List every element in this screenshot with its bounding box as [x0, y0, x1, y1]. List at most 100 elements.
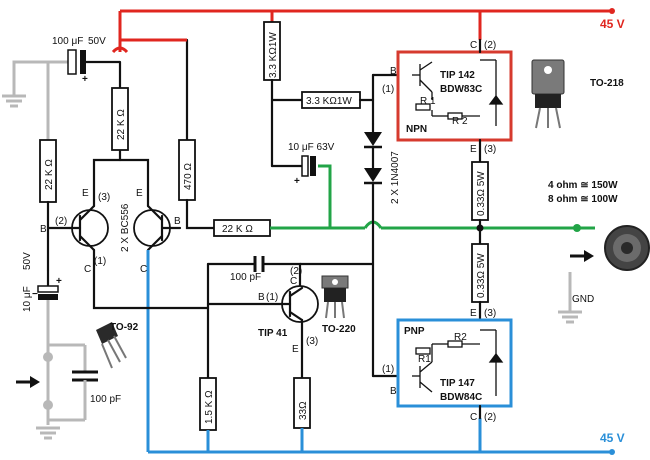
- pin-label: (1): [266, 292, 278, 303]
- pnp-pin-b: B: [390, 386, 397, 397]
- pnp-pin-c: C: [470, 412, 477, 423]
- ground-icon: [2, 94, 26, 108]
- pin-label: E: [82, 188, 89, 199]
- emitter-resistor-bottom-label: 0.33Ω 5W: [476, 253, 487, 298]
- tip41-label: TIP 41: [258, 328, 288, 339]
- input-capacitor-label: 100 μF: [52, 36, 83, 47]
- power-rating-8ohm: 8 ohm ≅ 100W: [548, 194, 618, 205]
- resistor-top-22k: [111, 87, 129, 151]
- pin-label: B: [174, 216, 181, 227]
- speaker-icon: [604, 225, 650, 271]
- to218-label: TO-218: [590, 78, 624, 89]
- miller-capacitor: [253, 256, 265, 272]
- input-terminal-dot: [43, 352, 53, 362]
- to92-label: TO-92: [110, 322, 139, 333]
- resistor-470-label: 470 Ω: [183, 163, 194, 190]
- miller-capacitor-label: 100 pF: [230, 272, 261, 283]
- input-pf-capacitor-label: 100 pF: [90, 394, 121, 405]
- pnp-r2-label: R2: [454, 332, 467, 343]
- pin-label: E: [136, 188, 143, 199]
- ground-icon: [558, 272, 582, 324]
- npn-pin-e-num: (3): [484, 144, 496, 155]
- negative-rail-terminal: [609, 449, 615, 455]
- npn-darlington-box: [396, 50, 513, 142]
- pnp-title-line1: TIP 147: [440, 378, 475, 389]
- pnp-pin-e: E: [470, 308, 477, 319]
- left-capacitor-voltage: 50V: [22, 252, 33, 270]
- resistor-left-22k-label: 22 K Ω: [44, 159, 55, 190]
- pin-label: C: [84, 264, 91, 275]
- pin-label: (3): [98, 192, 110, 203]
- input-pf-capacitor: [72, 370, 98, 392]
- gnd-label: GND: [572, 294, 594, 305]
- bc556-pair-label: 2 X BC556: [120, 203, 131, 252]
- npn-r1-label: R 1: [420, 96, 436, 107]
- pnp-pin-c-num: (2): [484, 412, 496, 423]
- left-electrolytic-capacitor: [37, 270, 59, 300]
- pin-label: C: [290, 276, 297, 287]
- pnp-type-label: PNP: [404, 326, 425, 337]
- minus-sign: −: [32, 289, 38, 300]
- npn-type-label: NPN: [406, 124, 427, 135]
- positive-rail-terminal: [609, 8, 615, 14]
- pnp-pin-b-num: (1): [382, 364, 394, 375]
- emitter-resistor-top-label: 0.33Ω 5W: [476, 171, 487, 216]
- plus-sign: +: [56, 276, 62, 287]
- resistor-1k5-label: 1.5 K Ω: [204, 390, 215, 424]
- bootstrap-capacitor-plate: [310, 156, 316, 176]
- npn-r2-label: R 2: [452, 116, 468, 127]
- npn-title-line2: BDW83C: [440, 84, 482, 95]
- pin-label: C: [140, 264, 147, 275]
- pnp-pin-e-num: (3): [484, 308, 496, 319]
- resistor-top-22k-label: 22 K Ω: [116, 109, 127, 140]
- diode-label: 2 X 1N4007: [390, 151, 401, 204]
- pnp-darlington-box: [396, 318, 513, 408]
- left-capacitor-label: 10 μF: [22, 286, 33, 312]
- input-capacitor-voltage: 50V: [88, 36, 106, 47]
- npn-internal-circuit: [412, 59, 504, 126]
- pin-label: (3): [306, 336, 318, 347]
- positive-rail: [118, 9, 612, 40]
- resistor-3k3-vertical-label: 3.3 KΩ1W: [268, 32, 279, 78]
- pin-label: (1): [94, 256, 106, 267]
- input-ground-dot: [43, 400, 53, 410]
- pnp-title-line2: BDW84C: [440, 392, 482, 403]
- npn-title-line1: TIP 142: [440, 70, 475, 81]
- input-capacitor: [67, 49, 120, 75]
- bootstrap-capacitor-label: 10 μF 63V: [288, 142, 335, 153]
- output-arrow-icon: [570, 250, 594, 262]
- positive-rail-label: 45 V: [600, 17, 625, 31]
- resistor-33-label: 33Ω: [298, 401, 309, 420]
- input-arrow-icon: [16, 376, 40, 388]
- output-terminal-dot: [573, 224, 581, 232]
- to220-label: TO-220: [322, 324, 356, 335]
- pin-label: B: [40, 224, 47, 235]
- diode-bottom: [364, 168, 382, 185]
- pnp-r1-label: R1: [418, 354, 431, 365]
- power-rating-4ohm: 4 ohm ≅ 150W: [548, 180, 618, 191]
- output-wire: [270, 164, 595, 230]
- transistor-package-icon: [531, 59, 565, 129]
- plus-sign: +: [82, 74, 88, 85]
- npn-pin-b: B: [390, 66, 397, 77]
- resistor-3k3-horizontal-label: 3.3 KΩ1W: [306, 96, 352, 107]
- pin-label: (2): [290, 266, 302, 277]
- pin-label: E: [292, 344, 299, 355]
- npn-pin-c-num: (2): [484, 40, 496, 51]
- input-ground-wire: [12, 60, 87, 425]
- transistor-package-icon: [321, 275, 349, 319]
- negative-rail: [146, 270, 612, 454]
- resistor-feedback-22k-label: 22 K Ω: [222, 224, 253, 235]
- negative-rail-label: 45 V: [600, 431, 625, 445]
- plus-sign: +: [294, 176, 300, 187]
- pin-label: B: [258, 292, 265, 303]
- diode-top: [364, 132, 382, 149]
- bootstrap-capacitor: [301, 155, 309, 177]
- npn-pin-e: E: [470, 144, 477, 155]
- transistor-package-icon: [96, 322, 127, 369]
- ground-icon: [36, 426, 60, 440]
- npn-pin-c: C: [470, 40, 477, 51]
- npn-pin-b-num: (1): [382, 84, 394, 95]
- pnp-internal-circuit: [412, 329, 504, 396]
